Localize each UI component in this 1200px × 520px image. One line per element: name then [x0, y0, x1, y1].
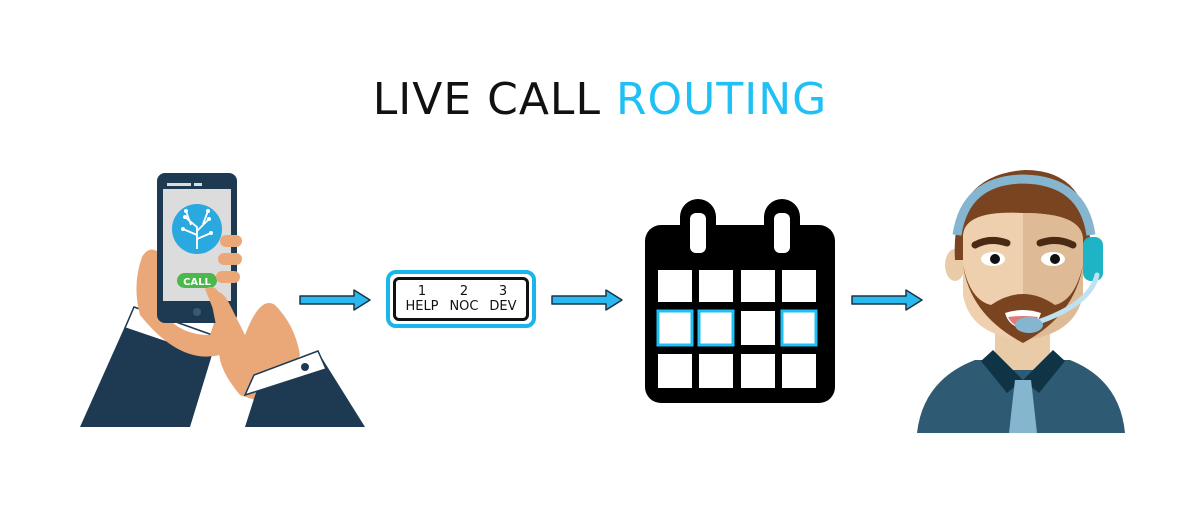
ivr-option-noc[interactable]: 2 NOC [449, 284, 478, 314]
arrow-right-icon [551, 289, 623, 311]
title-part-2: ROUTING [615, 74, 828, 125]
phone-in-hands-icon: CALL [80, 173, 365, 427]
ivr-option-number: 1 [417, 284, 427, 299]
call-button[interactable] [177, 273, 217, 288]
ivr-option-dev[interactable]: 3 DEV [489, 284, 516, 314]
agent-headset-icon [917, 170, 1125, 433]
ivr-option-label: HELP [405, 299, 439, 314]
ivr-menu: 1 HELP 2 NOC 3 DEV [386, 270, 536, 328]
calendar-icon [645, 199, 835, 403]
title-part-1: LIVE CALL [372, 74, 601, 125]
arrow-right-icon [851, 289, 923, 311]
page-title: LIVE CALL ROUTING [0, 76, 1200, 124]
call-button-label: CALL [183, 277, 211, 288]
ivr-option-number: 2 [459, 284, 469, 299]
ivr-option-number: 3 [498, 284, 508, 299]
arrow-right-icon [299, 289, 371, 311]
ivr-option-help[interactable]: 1 HELP [405, 284, 438, 314]
ivr-option-label: NOC [449, 299, 479, 314]
ivr-option-label: DEV [489, 299, 517, 314]
